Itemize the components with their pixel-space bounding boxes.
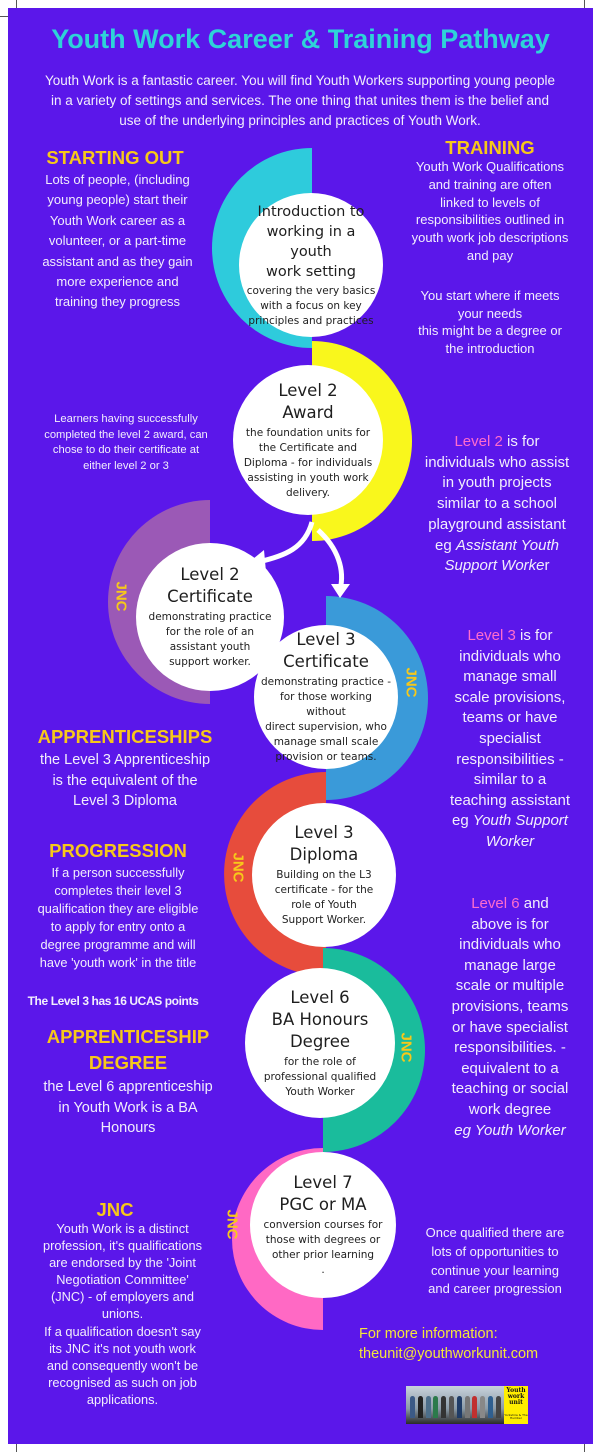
progression-body: If a person successfully completes their… (37, 865, 199, 970)
learners-note: Learners having successfully completed t… (44, 413, 208, 472)
step-description: the foundation units for the Certificate… (243, 426, 373, 499)
jnc-badge: JNC (402, 667, 420, 698)
step-title: Level 3 Diploma (289, 823, 359, 864)
level2-text: is for individuals who assist in youth p… (424, 433, 570, 554)
starting-out-body: Lots of people, (including young people)… (42, 172, 193, 310)
once-qualified-text: Once qualified there are lots of opportu… (425, 1225, 565, 1297)
level3-highlight: Level 3 (467, 627, 516, 644)
crop-mark (584, 0, 585, 8)
contact-email[interactable]: theunit@youthworkunit.com (359, 1346, 539, 1362)
intro-paragraph: Youth Work is a fantastic career. You wi… (44, 73, 556, 128)
step-description: Building on the L3 certificate - for the… (274, 869, 374, 926)
jnc-badge: JNC (112, 581, 130, 612)
ucas-note: The Level 3 has 16 UCAS points (27, 994, 199, 1008)
jnc-body: Youth Work is a distinct profession, it'… (43, 1221, 202, 1407)
apprenticeships-body: the Level 3 Apprenticeship is the equiva… (39, 752, 211, 810)
person-figure (495, 1396, 501, 1418)
jnc-badge: JNC (223, 1209, 241, 1240)
step-title: Level 2 Award (278, 380, 338, 422)
level6-description: Level 6 and above is for individuals who… (425, 894, 595, 1141)
person-figure (480, 1396, 486, 1418)
person-figure (417, 1396, 423, 1418)
person-figure (441, 1396, 447, 1418)
level2-description: Level 2 is for individuals who assist in… (412, 432, 582, 577)
level3-description: Level 3 is for individuals who manage sm… (425, 626, 595, 853)
person-figure (425, 1396, 431, 1418)
jnc-badge: JNC (229, 852, 247, 883)
apprenticeship-degree-heading: APPRENTICESHIP DEGREE (46, 1026, 210, 1073)
apprenticeship-degree-body: the Level 6 apprenticeship in Youth Work… (43, 1079, 213, 1137)
step-title: Level 2 Certificate (167, 565, 253, 606)
person-figure (472, 1396, 478, 1418)
crop-mark (0, 16, 8, 17)
logo-tagline: Yorkshire & The Humber (504, 1413, 528, 1420)
person-figure (488, 1396, 493, 1418)
level6-highlight: Level 6 (471, 895, 520, 912)
step-title: Level 7 PGC or MA (279, 1173, 367, 1214)
training-heading: TRAINING (445, 137, 535, 158)
crop-mark (584, 1444, 585, 1452)
level6-example: eg Youth Worker (454, 1121, 566, 1139)
step-description: demonstrating practice for the role of a… (148, 611, 272, 668)
person-figure (464, 1396, 470, 1418)
progression-heading: PROGRESSION (49, 840, 187, 861)
step-title: Introduction to working in a youth work … (257, 203, 365, 280)
starting-out-heading: STARTING OUT (46, 147, 184, 168)
arrow-to-level2-certificate (257, 521, 315, 565)
step-title: Level 6 BA Honours Degree (271, 987, 369, 1051)
person-figure (410, 1396, 415, 1418)
level6-text: and above is for individuals who manage … (451, 895, 569, 1118)
person-figure (449, 1396, 454, 1418)
crop-mark (16, 0, 17, 8)
step-description: conversion courses for those with degree… (263, 1219, 383, 1276)
crop-mark (16, 1444, 17, 1452)
group-photo (406, 1386, 504, 1424)
step-description: for the role of professional qualified Y… (263, 1055, 377, 1098)
page-title: Youth Work Career & Training Pathway (51, 24, 550, 54)
apprenticeships-heading: APPRENTICESHIPS (37, 726, 213, 747)
person-figure (433, 1396, 439, 1418)
step-description: demonstrating practice - for those worki… (260, 676, 392, 763)
step-circle-1: Introduction to working in a youth work … (239, 193, 383, 337)
step-title: Level 3 Certificate (283, 630, 369, 671)
step-circle-3: Level 2 Certificate demonstrating practic… (136, 543, 284, 691)
logo-name: Youth work unit (506, 1387, 526, 1406)
level2-example: Assistant Youth Support Worke (444, 536, 559, 575)
step-description: covering the very basics with a focus on… (246, 284, 376, 327)
step-circle-7: Level 7 PGC or MA conversion courses for … (250, 1152, 396, 1298)
person-figure (456, 1396, 462, 1418)
level2-highlight: Level 2 (454, 433, 503, 450)
level3-text: is for individuals who manage small scal… (449, 627, 571, 830)
level2-tail: r (544, 557, 550, 575)
level3-example: Youth Support Worker (472, 812, 568, 850)
step-circle-4: Level 3 Certificate demonstrating practic… (254, 625, 398, 769)
arrowhead-right (331, 584, 350, 598)
training-body: Youth Work Qualifications and training a… (411, 159, 569, 263)
training-body-2: You start where if meets your needs this… (418, 288, 562, 356)
jnc-heading: JNC (96, 1199, 134, 1220)
contact-label: For more information: (359, 1326, 498, 1342)
jnc-badge: JNC (397, 1032, 415, 1063)
